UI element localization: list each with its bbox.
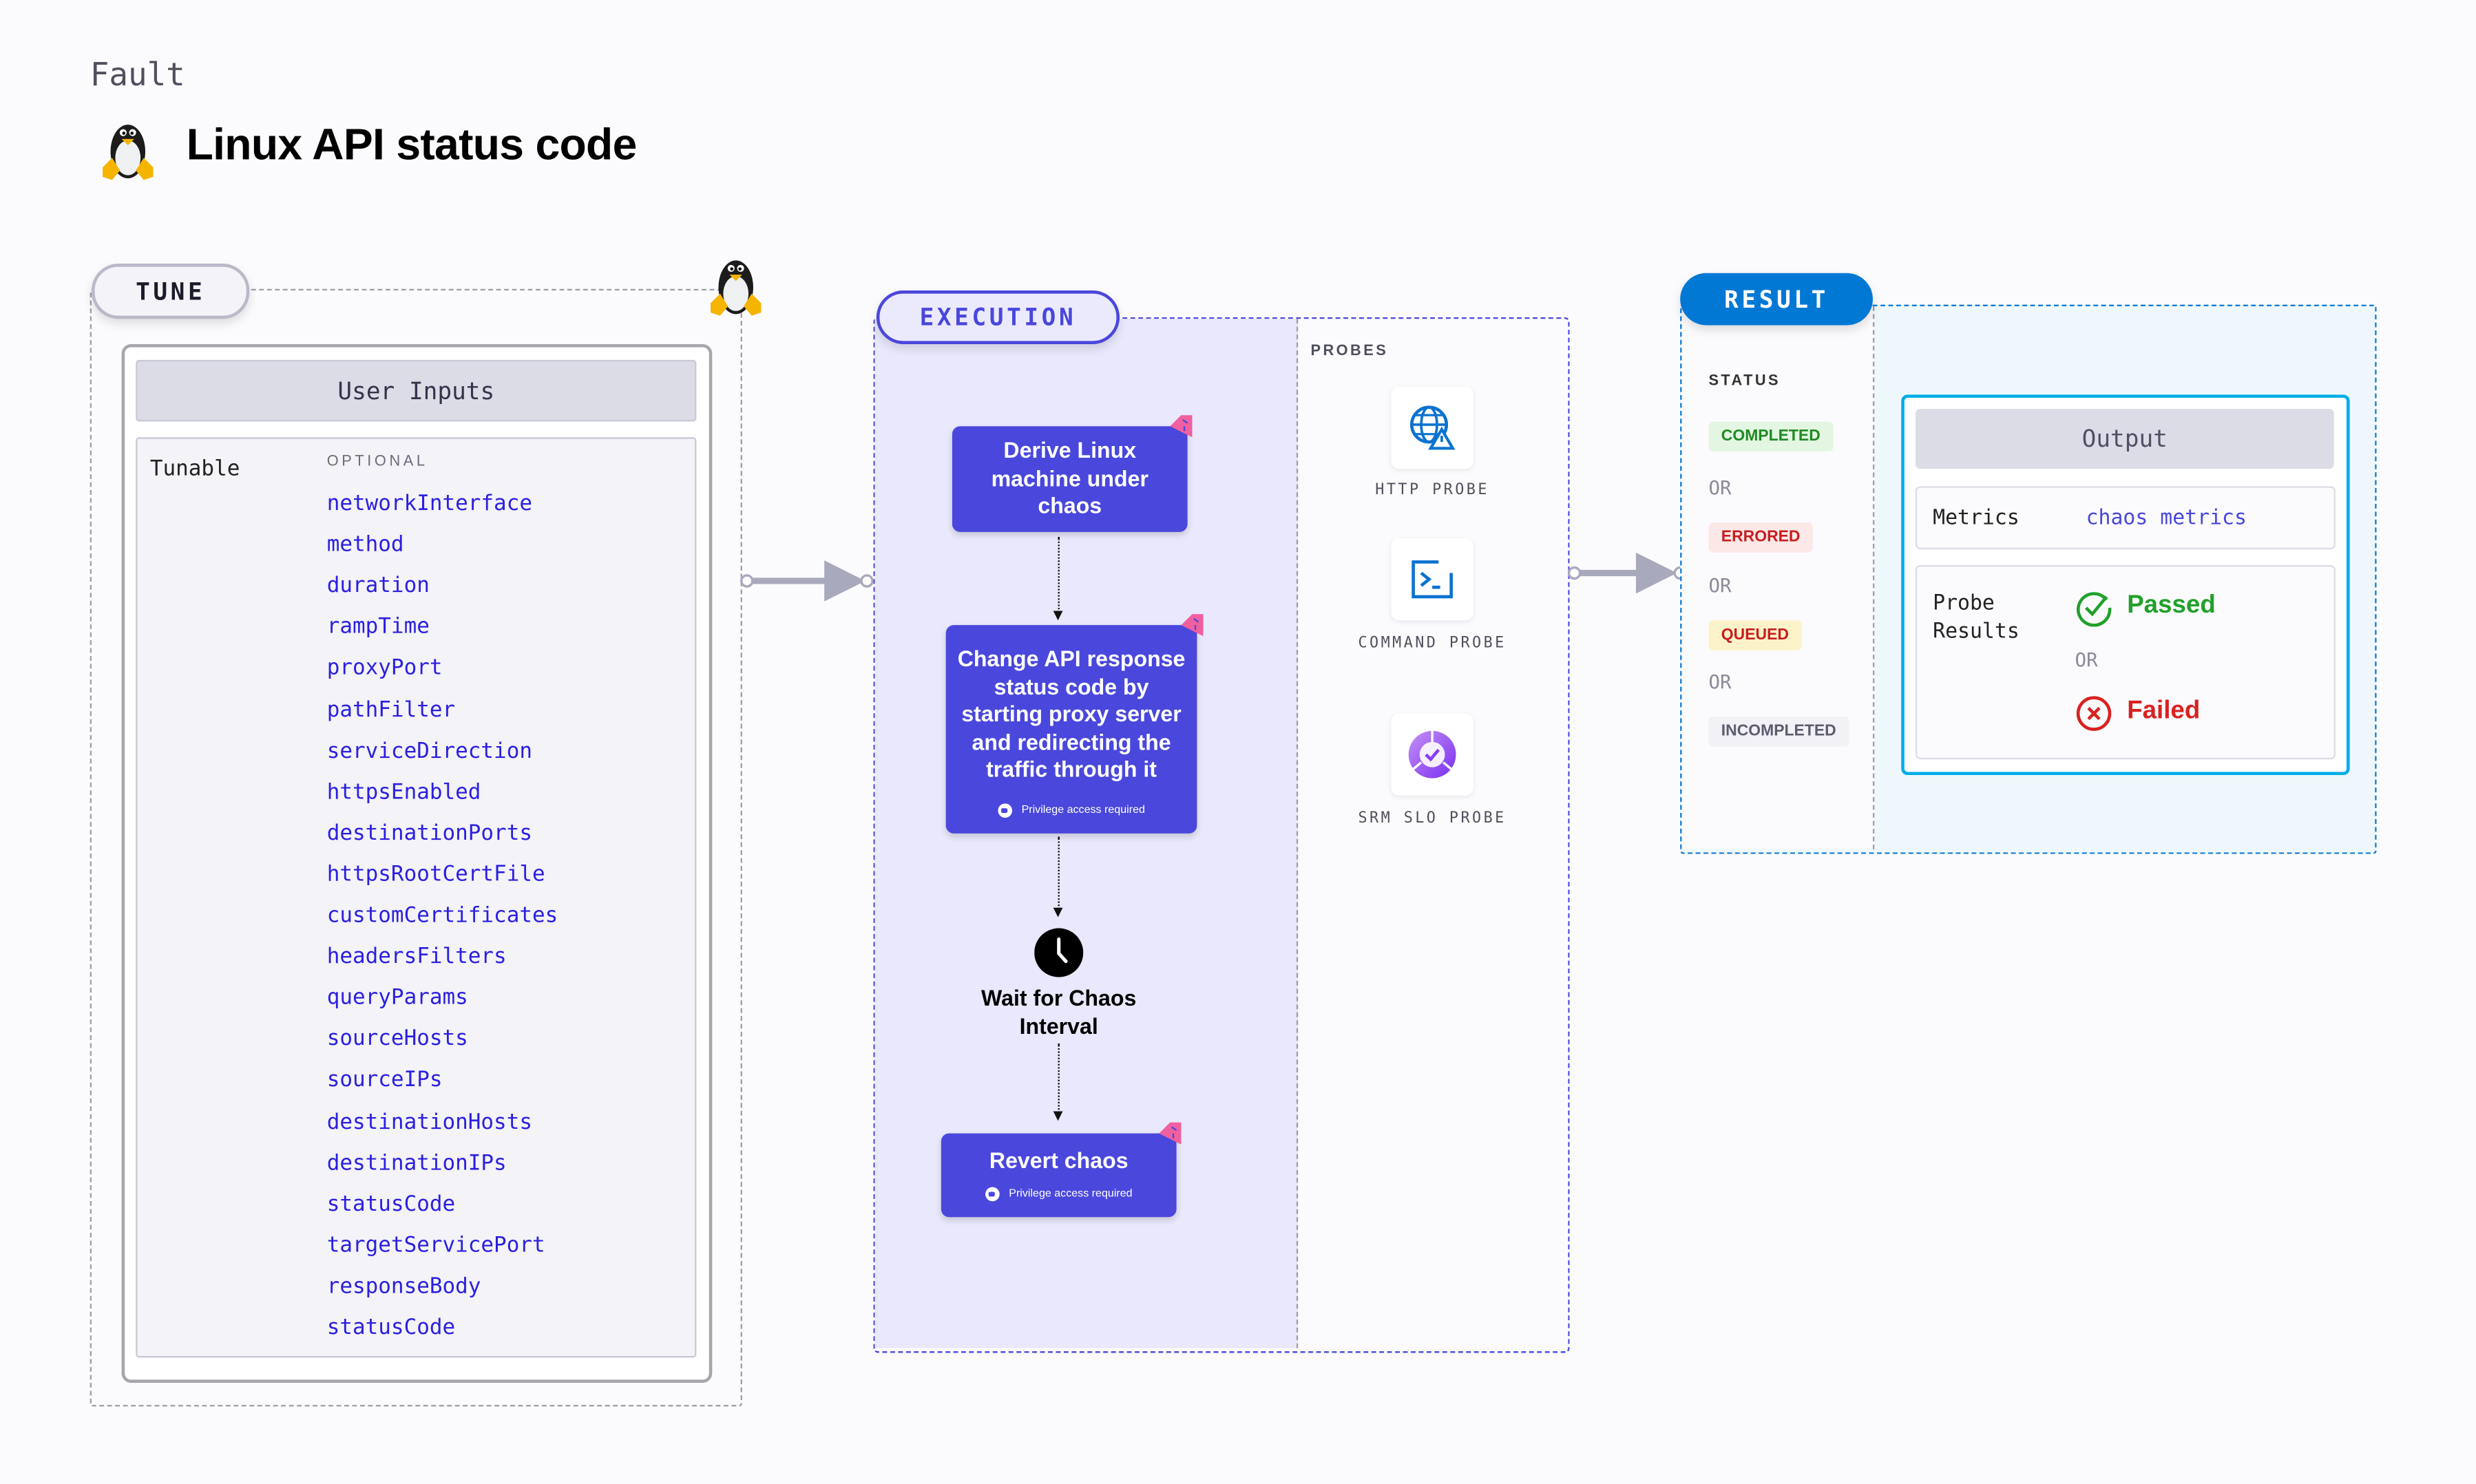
status-badge-incompleted: INCOMPLETED [1708, 717, 1849, 747]
tunable-param: networkInterface [326, 491, 532, 516]
result-label: RESULT [1680, 273, 1873, 326]
tunable-param: targetServicePort [326, 1232, 545, 1258]
probe-results-row: Probe Results Passed OR Failed [1915, 565, 2336, 760]
srm-slo-probe-card [1391, 713, 1473, 796]
tunable-param: rampTime [326, 614, 430, 640]
fault-kind-label: Fault [90, 55, 185, 94]
or-label: OR [2075, 648, 2098, 671]
x-circle-icon [2076, 696, 2112, 731]
passed-label: Passed [2127, 592, 2216, 619]
chaos-fault-icon [1181, 614, 1204, 637]
tunable-param: destinationHosts [326, 1109, 532, 1134]
chaos-fault-icon [1170, 415, 1193, 438]
privilege-note: Privilege access required [1009, 1187, 1133, 1199]
or-label: OR [1708, 670, 1732, 693]
tunable-param: httpsRootCertFile [326, 861, 545, 887]
tunable-param: httpsEnabled [326, 779, 481, 805]
tunable-param: statusCode [326, 1315, 456, 1341]
flow-arrow [1567, 552, 1687, 594]
status-badge-errored: ERRORED [1708, 522, 1813, 553]
tunable-label: Tunable [149, 456, 240, 482]
metrics-label: Metrics [1933, 507, 2019, 531]
tunable-param: destinationIPs [326, 1149, 507, 1176]
chaos-fault-icon [1159, 1122, 1182, 1145]
optional-label: OPTIONAL [326, 453, 428, 471]
tunable-param: proxyPort [326, 655, 443, 681]
status-label: STATUS [1708, 372, 1781, 390]
clock-icon [1034, 928, 1084, 977]
command-probe-label: COMMAND PROBE [1358, 634, 1507, 653]
tunable-param: queryParams [326, 985, 468, 1011]
tunable-param: method [326, 532, 404, 558]
status-badge-completed: COMPLETED [1708, 421, 1834, 452]
linux-penguin-icon [103, 125, 154, 180]
command-probe-card [1391, 538, 1473, 621]
status-column [1681, 306, 1875, 849]
tunable-param: headersFilters [326, 944, 507, 970]
probes-label: PROBES [1310, 342, 1389, 360]
tune-label: TUNE [92, 263, 250, 319]
step-derive-machine: Derive Linux machine under chaos [952, 426, 1188, 532]
tunable-param: duration [326, 573, 430, 599]
failed-label: Failed [2127, 697, 2201, 725]
tunable-param: responseBody [326, 1273, 481, 1300]
step-text: Derive Linux machine under chaos [991, 437, 1148, 518]
globe-warning-icon [1410, 405, 1456, 450]
linux-penguin-icon [711, 260, 762, 316]
tunable-param: serviceDirection [326, 738, 532, 764]
user-inputs-body [136, 437, 697, 1358]
step-text: Revert chaos [989, 1147, 1129, 1173]
output-title: Output [1915, 408, 2334, 469]
step-change-status-code: Change API response status code by start… [945, 625, 1197, 834]
execution-label: EXECUTION [876, 290, 1120, 344]
user-inputs-title: User Inputs [136, 359, 697, 422]
check-circle-icon [2076, 592, 2112, 627]
http-probe-label: HTTP PROBE [1375, 481, 1489, 499]
metrics-value: chaos metrics [2086, 507, 2247, 531]
status-badge-queued: QUEUED [1708, 620, 1802, 650]
tune-section [90, 288, 742, 1407]
divider [1296, 319, 1299, 1348]
or-label: OR [1708, 476, 1732, 499]
step-text: Change API response status code by start… [957, 646, 1186, 782]
tunable-param: sourceIPs [326, 1068, 443, 1093]
probe-results-label: Probe Results [1933, 592, 2019, 644]
tunable-param: customCertificates [326, 902, 558, 929]
step-wait-interval: Wait for Chaos Interval [981, 985, 1137, 1039]
privilege-note: Privilege access required [1021, 804, 1145, 816]
lock-icon [998, 803, 1012, 818]
or-label: OR [1708, 574, 1732, 597]
flow-arrow [740, 560, 874, 602]
tunable-param: destinationPorts [326, 820, 532, 846]
terminal-icon [1412, 560, 1453, 599]
lock-icon [985, 1187, 1000, 1201]
tunable-param: sourceHosts [326, 1026, 468, 1052]
page-title: Linux API status code [186, 120, 638, 169]
http-probe-card [1391, 386, 1473, 469]
tunable-param: pathFilter [326, 697, 456, 723]
tunable-param: statusCode [326, 1191, 456, 1217]
metrics-row: Metrics chaos metrics [1915, 486, 2336, 550]
step-revert-chaos: Revert chaos Privilege access required [941, 1133, 1177, 1218]
slo-check-icon [1408, 730, 1456, 778]
srm-slo-probe-label: SRM SLO PROBE [1358, 809, 1507, 827]
